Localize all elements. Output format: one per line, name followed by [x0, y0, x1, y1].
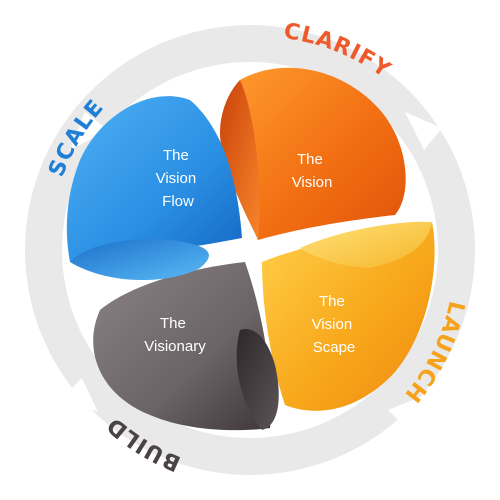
svg-text:The Visionary: The Visionary — [144, 315, 206, 355]
ring-arrow-top-left — [70, 112, 108, 150]
petal-the-vision-flow-line1: The — [163, 147, 189, 164]
petal-the-vision-flow-line2: Vision — [156, 170, 197, 187]
petal-the-visionary: The Visionary — [93, 262, 279, 431]
svg-text:The Vision: The Vision — [292, 151, 333, 191]
petal-the-vision-scape-line2: Vision — [312, 316, 353, 333]
ring-arrow-bottom-left — [62, 378, 98, 412]
petal-the-vision-line2: Vision — [292, 174, 333, 191]
svg-text:The Vision Scape: The Vision Scape — [312, 293, 357, 356]
petal-the-vision-flow: The Vision Flow — [66, 96, 242, 281]
petal-the-vision-line1: The — [297, 151, 323, 168]
petal-the-vision-scape: The Vision Scape — [262, 221, 435, 411]
ring-arrow-right — [405, 112, 442, 150]
petal-the-visionary-line1: The — [160, 315, 186, 332]
svg-text:The Vision Flow: The Vision Flow — [156, 147, 201, 210]
petal-the-vision-flow-line3: Flow — [162, 193, 194, 210]
petal-the-vision: The Vision — [220, 67, 406, 241]
petal-the-vision-scape-line1: The — [319, 293, 345, 310]
ring-arrow-bottom-right — [388, 395, 425, 430]
petal-the-visionary-line2: Visionary — [144, 338, 206, 355]
petal-the-vision-scape-line3: Scape — [313, 339, 356, 356]
